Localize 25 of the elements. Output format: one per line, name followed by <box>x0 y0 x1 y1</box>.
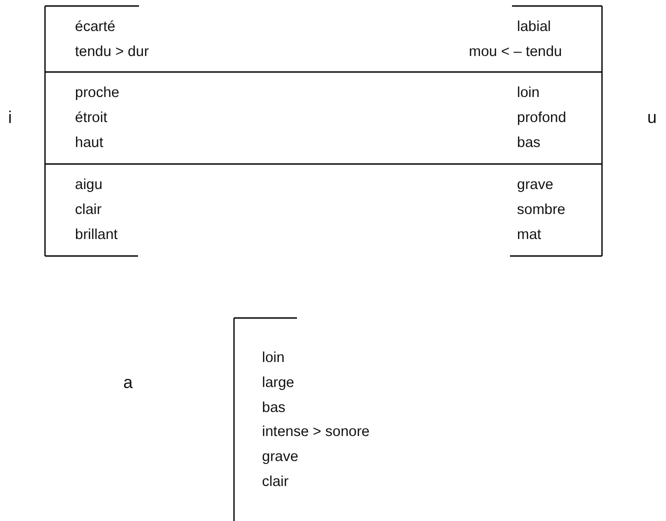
feature-label: aigu <box>75 176 102 194</box>
feature-label: large <box>262 374 294 392</box>
feature-label: brillant <box>75 226 118 244</box>
feature-label: loin <box>262 349 285 367</box>
feature-label: écarté <box>75 18 116 36</box>
vowel-label: u <box>647 109 657 127</box>
feature-label: sombre <box>517 201 566 219</box>
feature-label: grave <box>517 176 554 194</box>
feature-label: mat <box>517 226 542 244</box>
feature-label: tendu > dur <box>75 43 149 61</box>
feature-label: loin <box>517 84 540 102</box>
feature-label: étroit <box>75 109 108 127</box>
vowel-label: a <box>123 374 133 392</box>
feature-label: bas <box>517 134 540 152</box>
feature-label: profond <box>517 109 566 127</box>
feature-label: bas <box>262 399 286 417</box>
vowel-label: i <box>8 109 12 127</box>
feature-label: grave <box>262 448 298 466</box>
feature-label: proche <box>75 84 120 102</box>
feature-label: mou < – tendu <box>468 43 562 61</box>
feature-label: intense > sonore <box>262 423 370 441</box>
feature-label: clair <box>262 473 289 491</box>
feature-label: clair <box>75 201 102 219</box>
feature-label: labial <box>517 18 551 36</box>
feature-label: haut <box>75 134 104 152</box>
